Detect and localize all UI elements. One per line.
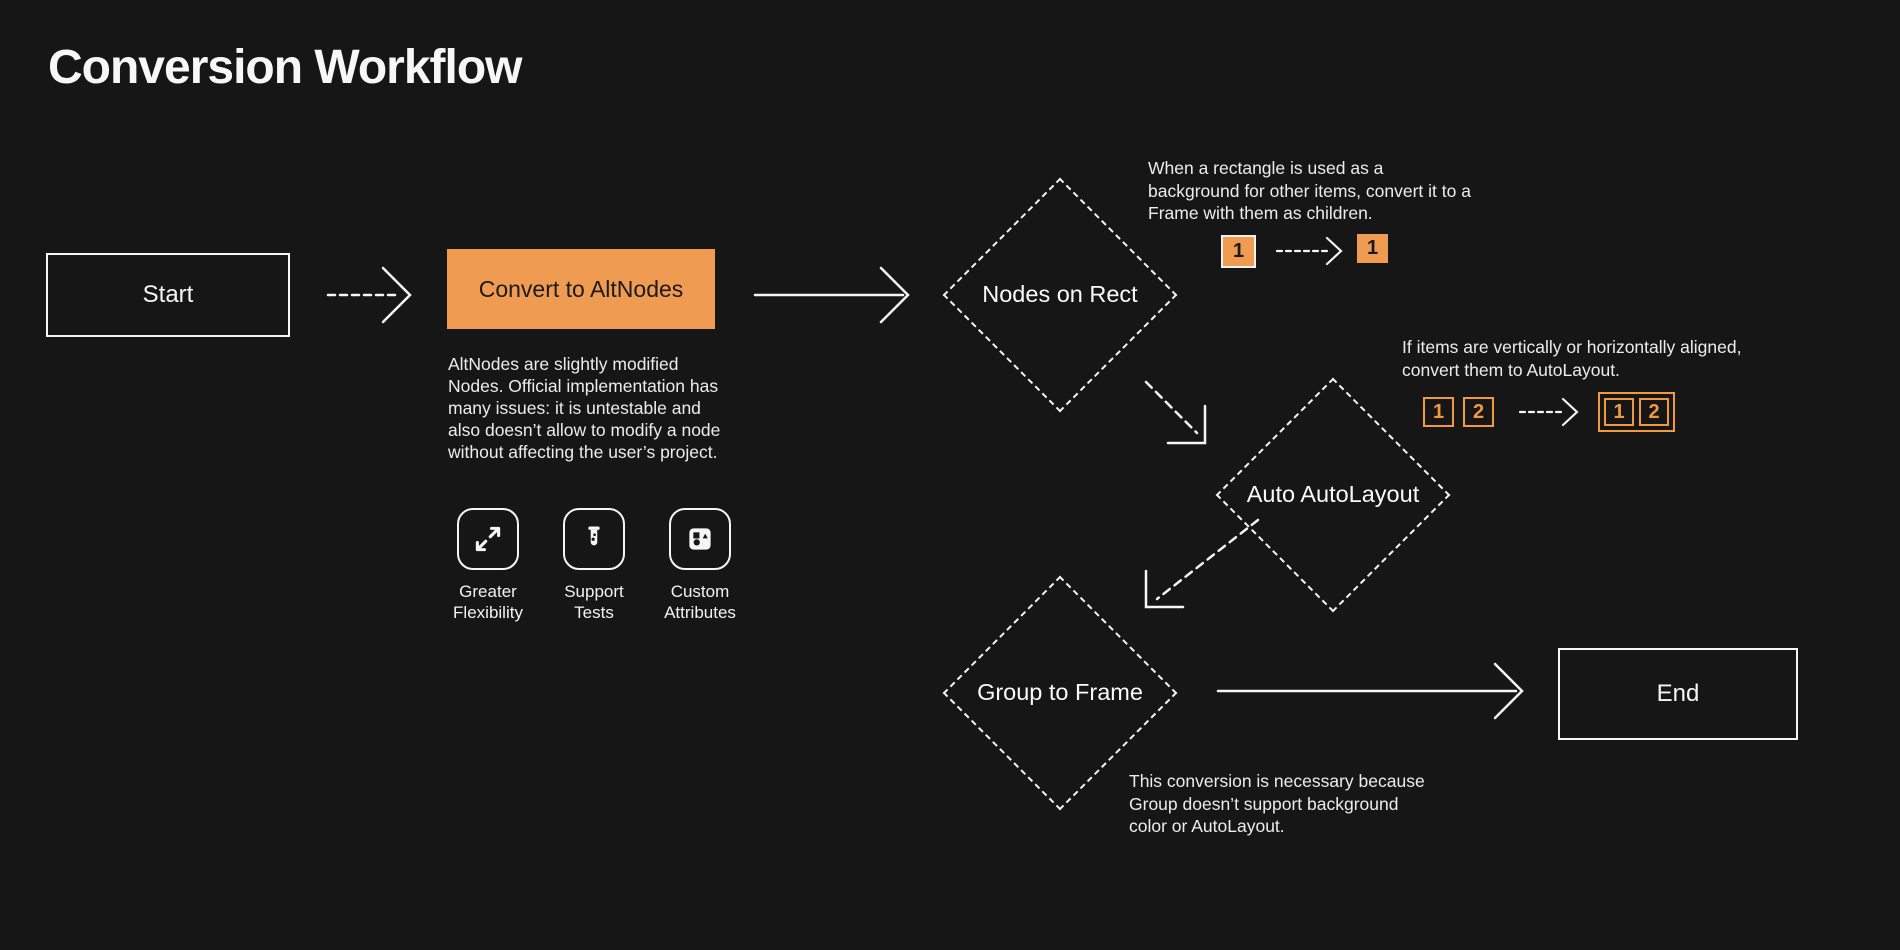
- arrow-auto-autolayout-to-group-to-frame: [1144, 518, 1260, 609]
- feature-label: Support Tests: [564, 582, 624, 622]
- test-tube-icon: [563, 508, 625, 570]
- page-title: Conversion Workflow: [48, 41, 522, 94]
- arrow-mini-rect-conversion: [1275, 236, 1343, 266]
- group-to-frame-label: Group to Frame: [977, 679, 1143, 705]
- altnodes-feature-row: Greater Flexibility Support Tests: [440, 508, 748, 623]
- feature-greater-flexibility[interactable]: Greater Flexibility: [440, 508, 536, 623]
- mini-autolayout-after-group: 1 2: [1598, 392, 1675, 432]
- shapes-icon: [669, 508, 731, 570]
- nodes-on-rect-label: Nodes on Rect: [982, 281, 1138, 307]
- feature-label: Greater Flexibility: [453, 582, 523, 622]
- mini-rect-after-box: 1: [1357, 234, 1388, 263]
- mini-item-box: 2: [1463, 397, 1494, 427]
- feature-label: Custom Attributes: [664, 582, 736, 622]
- arrow-convert-to-nodes-on-rect: [753, 266, 910, 324]
- mini-rect-before-box: 1: [1221, 235, 1256, 268]
- mini-item-box: 1: [1423, 397, 1454, 427]
- start-node[interactable]: Start: [46, 253, 290, 337]
- convert-to-altnodes-label: Convert to AltNodes: [478, 275, 684, 302]
- end-node-label: End: [1656, 680, 1700, 707]
- expand-arrows-icon: [457, 508, 519, 570]
- altnodes-description: AltNodes are slightly modified Nodes. Of…: [448, 354, 721, 462]
- group-to-frame-note: This conversion is necessary because Gro…: [1129, 771, 1425, 836]
- mini-autolayout-before-group: 1 2: [1423, 397, 1494, 427]
- convert-to-altnodes-node[interactable]: Convert to AltNodes: [447, 249, 715, 329]
- arrow-mini-autolayout-conversion: [1518, 397, 1579, 427]
- feature-custom-attributes[interactable]: Custom Attributes: [652, 508, 748, 623]
- mini-item-box: 1: [1604, 398, 1634, 426]
- arrow-nodes-on-rect-to-auto-autolayout: [1144, 380, 1207, 445]
- auto-autolayout-label: Auto AutoLayout: [1246, 481, 1420, 507]
- arrow-group-to-frame-to-end: [1216, 662, 1524, 720]
- start-node-label: Start: [142, 281, 194, 308]
- feature-support-tests[interactable]: Support Tests: [546, 508, 642, 623]
- nodes-on-rect-note: When a rectangle is used as a background…: [1148, 158, 1471, 223]
- mini-item-box: 2: [1639, 398, 1669, 426]
- end-node[interactable]: End: [1558, 648, 1798, 740]
- arrow-start-to-convert: [326, 266, 412, 324]
- auto-autolayout-note: If items are vertically or horizontally …: [1402, 337, 1742, 380]
